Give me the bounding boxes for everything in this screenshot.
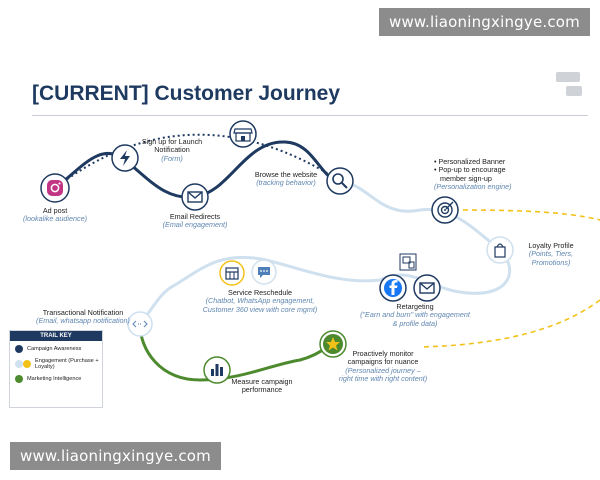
engagement-yellow-trail bbox=[444, 209, 600, 221]
intelligence-trail bbox=[138, 323, 334, 382]
measure-label: Measure campaign performance bbox=[222, 377, 302, 395]
browse-label: Browse the website (tracking behavior) bbox=[248, 170, 324, 188]
signup-label: Sign up for Launch Notification (Form) bbox=[132, 137, 212, 163]
dotted-arc bbox=[54, 133, 341, 189]
browse-title: Browse the website bbox=[254, 170, 318, 179]
engagement-yellow-trail-lower bbox=[419, 299, 600, 348]
service-title: Service Reschedule bbox=[228, 288, 292, 297]
retargeting-title: Retargeting bbox=[396, 302, 434, 311]
monitor-title: Proactively monitor campaigns for nuance bbox=[347, 349, 419, 367]
legend-engagement-label: Engagement (Purchase + Loyalty) bbox=[35, 357, 99, 370]
blurred-logo bbox=[556, 72, 580, 82]
target-icon bbox=[431, 196, 459, 224]
ad-post-sub: (lookalike audience) bbox=[23, 214, 87, 224]
email-redirects-title: Email Redirects bbox=[169, 212, 221, 221]
page-title: [CURRENT] Customer Journey bbox=[32, 82, 341, 105]
loyalty-label: Loyalty Profile (Points, Tiers, Promotio… bbox=[512, 241, 590, 267]
storefront-icon bbox=[229, 120, 257, 148]
loyalty-title: Loyalty Profile bbox=[528, 241, 574, 250]
intelligence-swatch bbox=[15, 374, 23, 383]
shopping-bag-icon bbox=[486, 236, 514, 264]
watermark-top: www.liaoningxingye.com bbox=[379, 8, 590, 36]
facebook-icon bbox=[379, 274, 407, 302]
title-underline bbox=[32, 115, 588, 116]
calendar-icon bbox=[219, 260, 245, 286]
legend-awareness-label: Campaign Awareness bbox=[27, 345, 82, 352]
service-sub: (Chatbot, WhatsApp engagement, Customer … bbox=[202, 296, 318, 314]
retargeting-label: Retargeting ("Earn and burn" with engage… bbox=[360, 302, 470, 328]
signup-sub: (Form) bbox=[161, 153, 183, 163]
signup-title: Sign up for Launch Notification bbox=[141, 137, 203, 155]
personalized-label: • Personalized Banner • Pop-up to encour… bbox=[434, 157, 524, 192]
trail-key-legend: TRAIL KEY Campaign Awareness Engagement … bbox=[9, 330, 103, 408]
retargeting-sub: ("Earn and burn" with engagement & profi… bbox=[360, 310, 470, 328]
devices-icon bbox=[399, 253, 417, 271]
chat-icon bbox=[251, 259, 277, 285]
service-label: Service Reschedule (Chatbot, WhatsApp en… bbox=[200, 288, 320, 314]
legend-item-engagement: Engagement (Purchase + Loyalty) bbox=[10, 356, 102, 371]
legend-item-awareness: Campaign Awareness bbox=[10, 341, 102, 356]
email-redirects-label: Email Redirects (Email engagement) bbox=[155, 212, 235, 230]
legend-item-intelligence: Marketing Intelligence bbox=[10, 371, 102, 386]
blurred-logo-2 bbox=[566, 86, 582, 96]
engagement-yellow-swatch bbox=[23, 359, 31, 368]
legend-header: TRAIL KEY bbox=[10, 331, 102, 341]
personalized-line2: • Pop-up to encourage member sign-up bbox=[434, 165, 506, 183]
search-icon bbox=[326, 167, 354, 195]
transactional-sub: (Email, whatsapp notification) bbox=[36, 316, 130, 326]
star-icon bbox=[319, 330, 347, 358]
transactional-label: Transactional Notification (Email, whats… bbox=[28, 308, 138, 326]
monitor-sub: (Personalized journey – right time with … bbox=[338, 365, 428, 384]
envelope-icon bbox=[181, 183, 209, 211]
bar-chart-icon bbox=[203, 356, 231, 384]
loyalty-sub: (Points, Tiers, Promotions) bbox=[528, 249, 574, 267]
measure-title: Measure campaign performance bbox=[231, 377, 293, 395]
engagement-blue-swatch bbox=[15, 359, 23, 368]
personalized-line1: • Personalized Banner bbox=[434, 157, 506, 166]
transactional-title: Transactional Notification bbox=[42, 308, 124, 317]
browse-sub: (tracking behavior) bbox=[256, 178, 316, 188]
monitor-label: Proactively monitor campaigns for nuance… bbox=[338, 349, 428, 384]
watermark-bottom: www.liaoningxingye.com bbox=[10, 442, 221, 470]
ad-post-title: Ad post bbox=[42, 206, 68, 215]
code-arrows-icon bbox=[127, 311, 153, 337]
instagram-icon bbox=[40, 173, 70, 203]
legend-intelligence-label: Marketing Intelligence bbox=[27, 375, 82, 382]
awareness-swatch bbox=[15, 344, 23, 353]
lightning-icon bbox=[111, 144, 139, 172]
ad-post-label: Ad post (lookalike audience) bbox=[15, 206, 95, 224]
envelope-icon-2 bbox=[413, 274, 441, 302]
email-redirects-sub: (Email engagement) bbox=[162, 220, 228, 230]
personalized-sub: (Personalization engine) bbox=[434, 182, 512, 192]
